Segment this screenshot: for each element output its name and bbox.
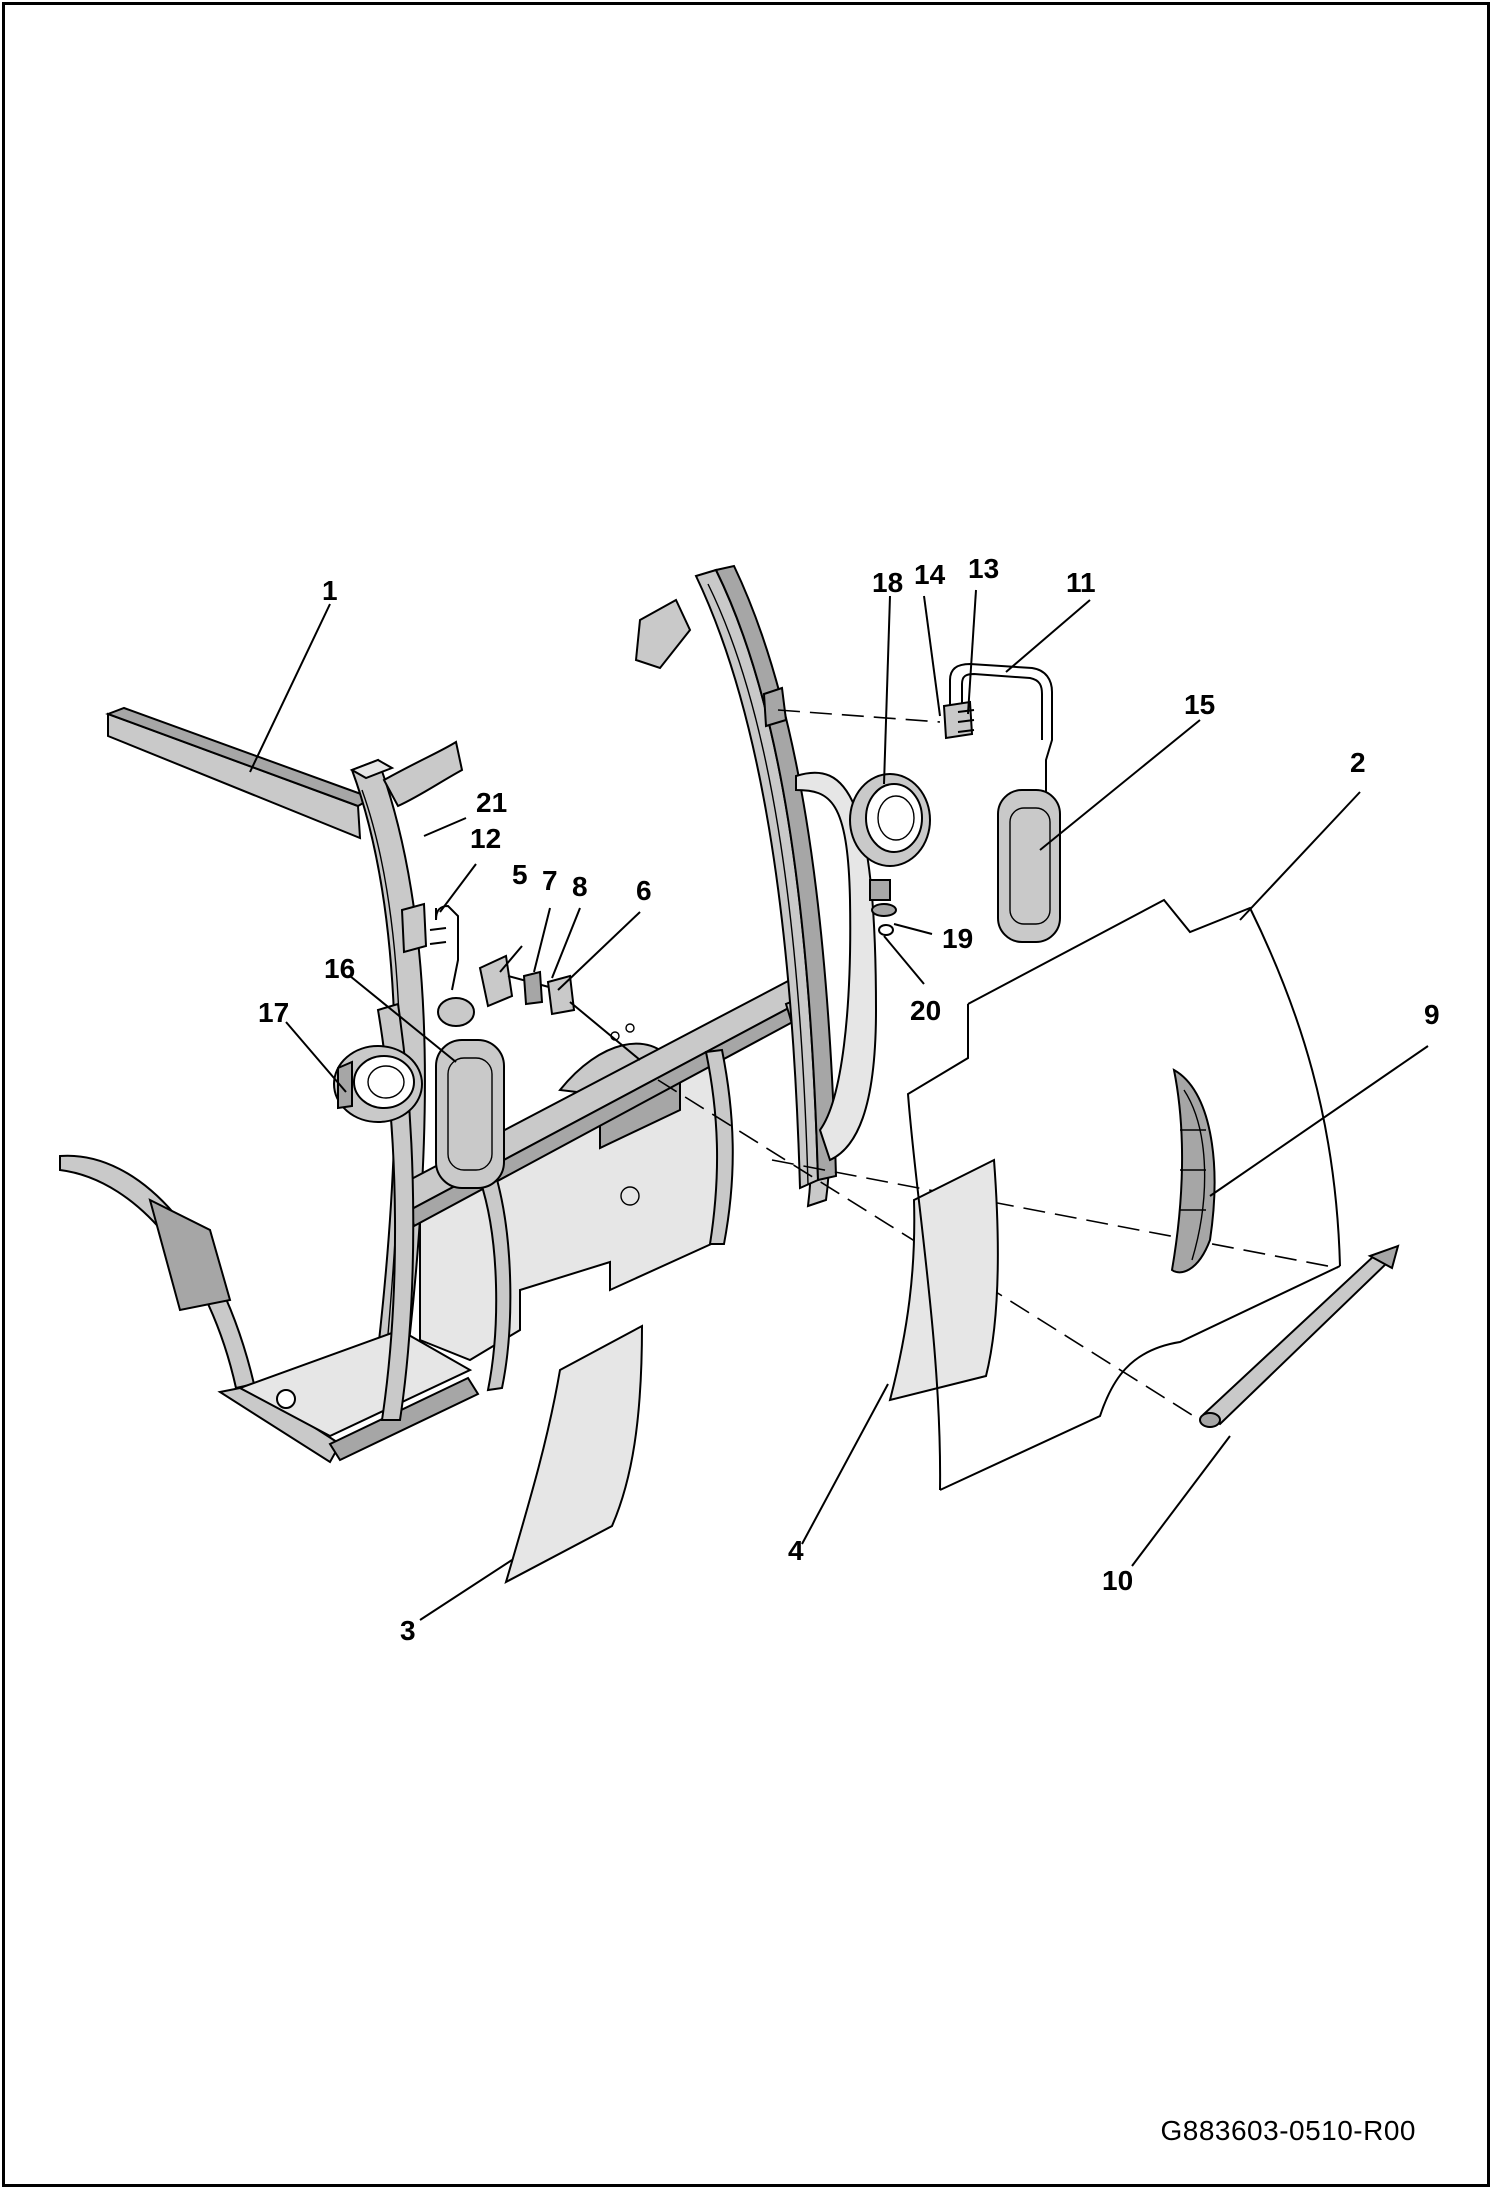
callout-12: 12 (470, 823, 501, 854)
rear-pillar-left (704, 1048, 734, 1245)
callout-3: 3 (400, 1615, 416, 1646)
drawing-number: G883603-0510-R00 (1160, 2115, 1416, 2146)
callout-8: 8 (572, 871, 588, 902)
callout-18: 18 (872, 567, 903, 598)
callout-21: 21 (476, 787, 507, 818)
callout-labels: 1 2 3 4 5 6 7 8 9 10 11 12 13 14 15 16 1… (258, 553, 1440, 1646)
callout-9: 9 (1424, 999, 1440, 1030)
wiper-motor-5-8 (437, 954, 641, 1061)
mirror-17 (333, 1045, 423, 1123)
callout-15: 15 (1184, 689, 1215, 720)
mirror-arm-12 (400, 902, 459, 991)
wiper-arm-10 (1199, 1244, 1400, 1428)
callout-16: 16 (324, 953, 355, 984)
bracket-13-14 (942, 700, 975, 740)
mirror-arm-11 (949, 662, 1053, 900)
callout-5: 5 (512, 859, 528, 890)
glass-panel-3 (504, 1324, 644, 1584)
assembly-lines (657, 709, 1339, 1421)
mirror-head-15 (997, 789, 1061, 943)
left-fender (59, 1154, 256, 1390)
callout-14: 14 (914, 559, 946, 590)
callout-11: 11 (1066, 567, 1096, 598)
right-pillar (634, 564, 838, 1190)
leader-lines (249, 589, 1429, 1621)
callout-17: 17 (258, 997, 289, 1028)
overhead-rail (105, 706, 375, 840)
callout-1: 1 (322, 575, 338, 606)
callout-19: 19 (942, 923, 973, 954)
glass-panel-4 (888, 1158, 999, 1402)
mirror-18 (849, 773, 931, 901)
callout-7: 7 (542, 865, 558, 896)
callout-13: 13 (968, 553, 999, 584)
callout-20: 20 (910, 995, 941, 1026)
hardware-19-20 (871, 903, 897, 936)
callout-10: 10 (1102, 1565, 1133, 1596)
windshield-2 (906, 898, 1341, 1491)
callout-2: 2 (1350, 747, 1366, 778)
callout-6: 6 (636, 875, 652, 906)
mirror-head-16 (435, 1039, 505, 1189)
lower-frame (217, 1328, 480, 1464)
callout-4: 4 (788, 1535, 804, 1566)
wiper-blade-9 (1170, 1068, 1216, 1274)
